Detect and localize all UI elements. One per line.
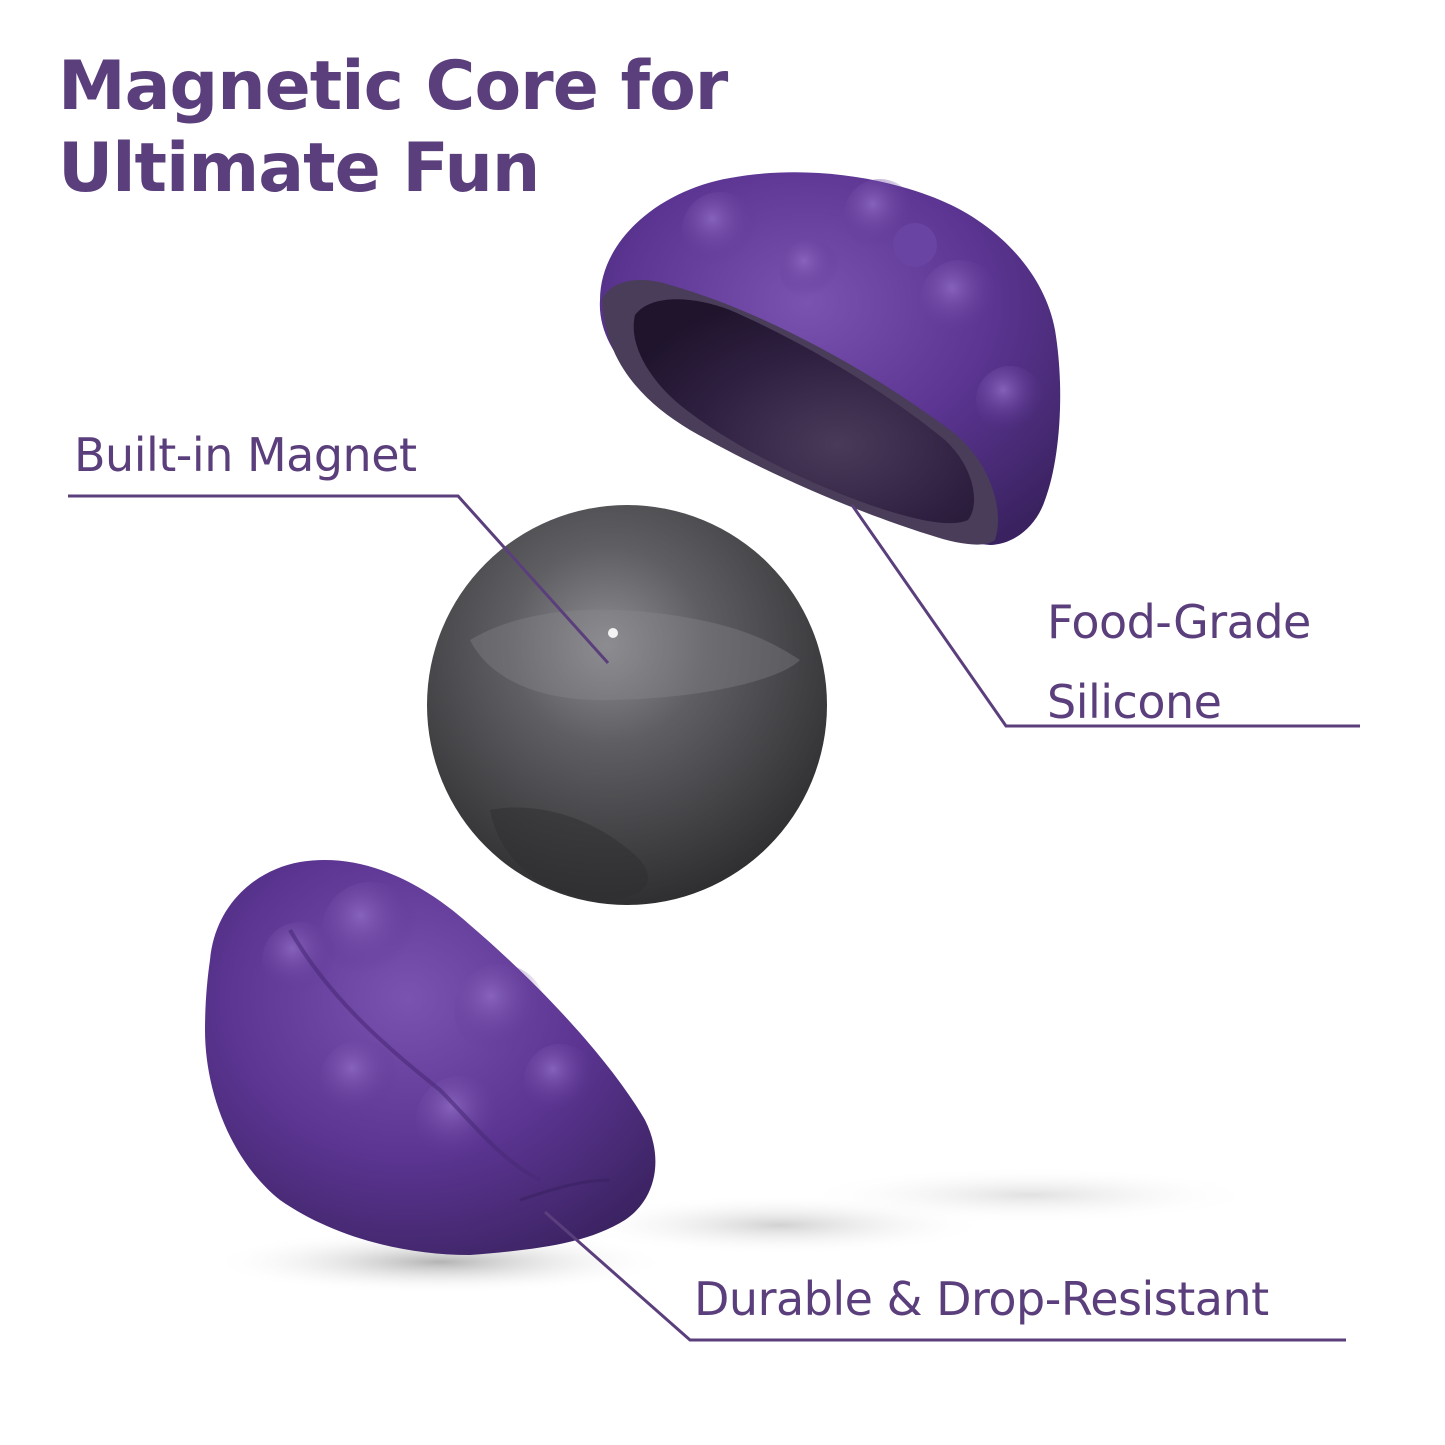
callout-label-durable: Durable & Drop-Resistant — [694, 1272, 1269, 1326]
callout-silicone-line-1: Food-Grade — [1047, 595, 1311, 649]
top-silicone-shell — [599, 172, 1061, 545]
callout-silicone-line-2: Silicone — [1047, 675, 1222, 729]
callout-line-durable — [544, 1210, 1346, 1342]
title-line-1: Magnetic Core for — [58, 47, 728, 126]
floor-shadows — [210, 1167, 1260, 1294]
callout-line-magnet — [68, 494, 610, 665]
callout-label-magnet: Built-in Magnet — [74, 428, 417, 482]
magnet-sphere — [427, 505, 827, 905]
callout-line-silicone — [850, 504, 1360, 728]
callout-lines — [68, 494, 1360, 1342]
page-title: Magnetic Core for Ultimate Fun — [58, 46, 728, 210]
callout-label-silicone: Food-Grade Silicone — [1047, 582, 1311, 742]
title-line-2: Ultimate Fun — [58, 129, 540, 208]
bottom-silicone-piece — [205, 859, 656, 1255]
